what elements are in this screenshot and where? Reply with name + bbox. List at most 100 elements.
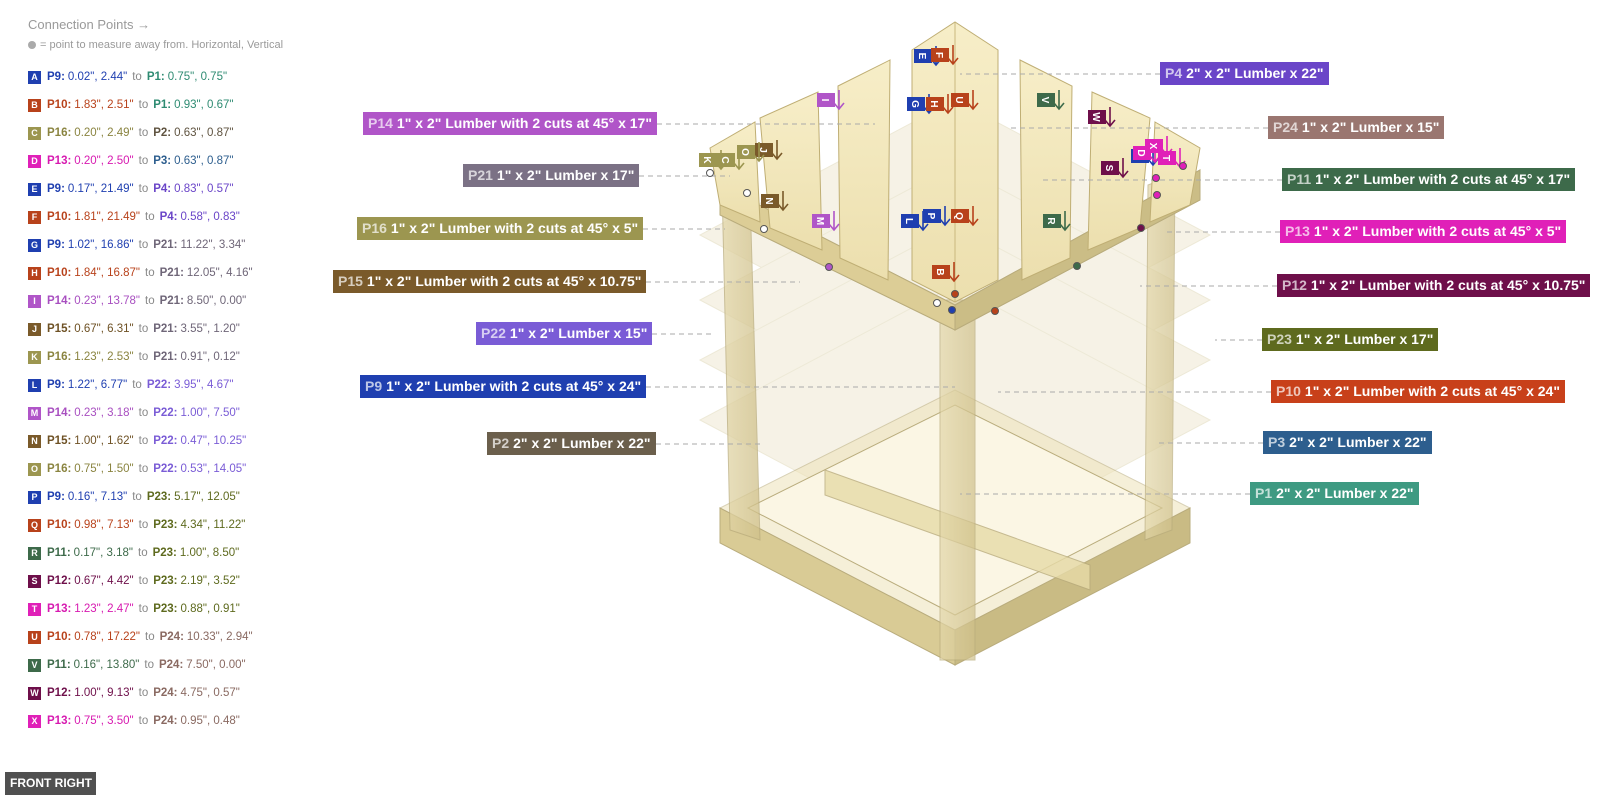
measure-dots — [706, 162, 1187, 315]
down-arrow-icon — [777, 191, 789, 212]
svg-text:E: E — [916, 53, 927, 60]
from-part: P10: — [47, 519, 72, 531]
marker-w[interactable]: W — [1088, 107, 1116, 128]
part-description: 2" x 2" Lumber x 22" — [513, 435, 651, 451]
to-value: 0.47", 10.25" — [180, 435, 247, 447]
down-arrow-icon — [1161, 136, 1173, 157]
part-id: P22 — [481, 325, 506, 341]
marker-u[interactable]: U — [951, 90, 979, 111]
to-value: 2.19", 3.52" — [180, 575, 240, 587]
connection-letter-badge: F — [28, 210, 41, 224]
svg-text:K: K — [701, 156, 712, 164]
part-description: 1" x 2" Lumber x 17" — [1295, 331, 1434, 347]
marker-i[interactable]: I — [817, 90, 845, 111]
from-part: P10: — [47, 267, 72, 279]
connection-letter-badge: O — [28, 462, 41, 476]
to-part: P23: — [153, 519, 178, 531]
marker-m[interactable]: M — [812, 211, 840, 232]
to-word: to — [138, 463, 149, 475]
from-part: P9: — [47, 239, 65, 251]
down-arrow-icon — [715, 150, 727, 171]
part-description: 1" x 2" Lumber with 2 cuts at 45° x 24" — [1304, 383, 1560, 399]
to-word: to — [138, 603, 149, 615]
measure-point-dot-icon — [825, 263, 833, 271]
down-arrow-icon — [1059, 211, 1071, 232]
marker-n[interactable]: N — [761, 191, 789, 212]
to-word: to — [145, 631, 155, 643]
svg-text:V: V — [1039, 97, 1050, 104]
part-description: 1" x 2" Lumber with 2 cuts at 45° x 24" — [386, 378, 642, 394]
marker-x[interactable]: X — [1145, 136, 1173, 157]
measure-point-dot-icon — [1152, 174, 1160, 182]
from-value: 0.23", 13.78" — [74, 295, 141, 307]
marker-r[interactable]: R — [1043, 211, 1071, 232]
from-part: P16: — [47, 463, 72, 475]
marker-q[interactable]: Q — [951, 206, 979, 227]
to-value: 0.83", 0.57" — [174, 183, 234, 195]
measure-point-dot-icon — [1137, 224, 1145, 232]
marker-f[interactable]: F — [931, 45, 959, 66]
measure-point-dot-icon — [991, 307, 999, 315]
marker-v[interactable]: V — [1037, 90, 1065, 111]
part-id: P21 — [468, 167, 493, 183]
svg-text:Q: Q — [953, 212, 964, 220]
from-value: 0.17", 21.49" — [67, 183, 134, 195]
svg-text:X: X — [1147, 143, 1158, 150]
svg-text:U: U — [953, 96, 964, 103]
connection-letter-badge: U — [28, 630, 41, 644]
from-value: 0.02", 2.44" — [67, 71, 128, 83]
marker-s[interactable]: S — [1101, 158, 1129, 179]
from-value: 0.78", 17.22" — [74, 631, 141, 643]
to-value: 0.63", 0.87" — [174, 127, 234, 139]
legend-note: = point to measure away from. Horizontal… — [40, 39, 284, 51]
marker-h[interactable]: H — [926, 94, 954, 115]
measure-point-dot-icon — [1073, 262, 1081, 270]
to-word: to — [138, 575, 149, 587]
to-word: to — [145, 267, 155, 279]
connection-letter-badge: G — [28, 238, 41, 252]
from-part: P16: — [47, 127, 72, 139]
to-part: P24: — [159, 631, 184, 643]
to-value: 11.22", 3.34" — [180, 239, 246, 251]
to-word: to — [138, 687, 149, 699]
svg-text:P: P — [925, 213, 936, 220]
svg-text:R: R — [1045, 217, 1056, 225]
to-value: 0.93", 0.67" — [174, 99, 234, 111]
to-part: P21: — [159, 267, 184, 279]
connection-letter-badge: X — [28, 714, 41, 728]
from-part: P13: — [47, 155, 72, 167]
marker-b[interactable]: B — [932, 262, 960, 283]
connection-letter-badge: N — [28, 434, 41, 448]
marker-k[interactable]: K — [699, 150, 727, 171]
from-part: P9: — [47, 71, 65, 83]
to-value: 0.91", 0.12" — [180, 351, 240, 363]
from-value: 0.17", 3.18" — [73, 547, 133, 559]
marker-p[interactable]: P — [923, 206, 951, 227]
marker-o[interactable]: O — [737, 142, 765, 163]
to-part: P21: — [159, 295, 184, 307]
from-value: 0.98", 7.13" — [74, 519, 134, 531]
from-value: 0.67", 4.42" — [74, 575, 134, 587]
part-id: P2 — [492, 435, 510, 451]
